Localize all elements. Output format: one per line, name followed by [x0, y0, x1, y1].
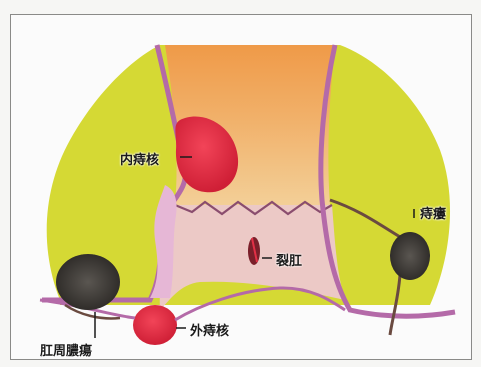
- perianal-abscess-shape: [56, 254, 120, 310]
- label-perianal-abscess: 肛周膿瘍: [40, 340, 92, 359]
- label-fistula: 痔瘻: [420, 203, 446, 222]
- external-hemorrhoid-shape: [133, 305, 177, 345]
- fistula-abscess-shape: [390, 232, 430, 280]
- label-fissure: 裂肛: [276, 250, 302, 269]
- label-internal-hemorrhoid: 内痔核: [120, 149, 159, 168]
- label-external-hemorrhoid: 外痔核: [190, 320, 229, 339]
